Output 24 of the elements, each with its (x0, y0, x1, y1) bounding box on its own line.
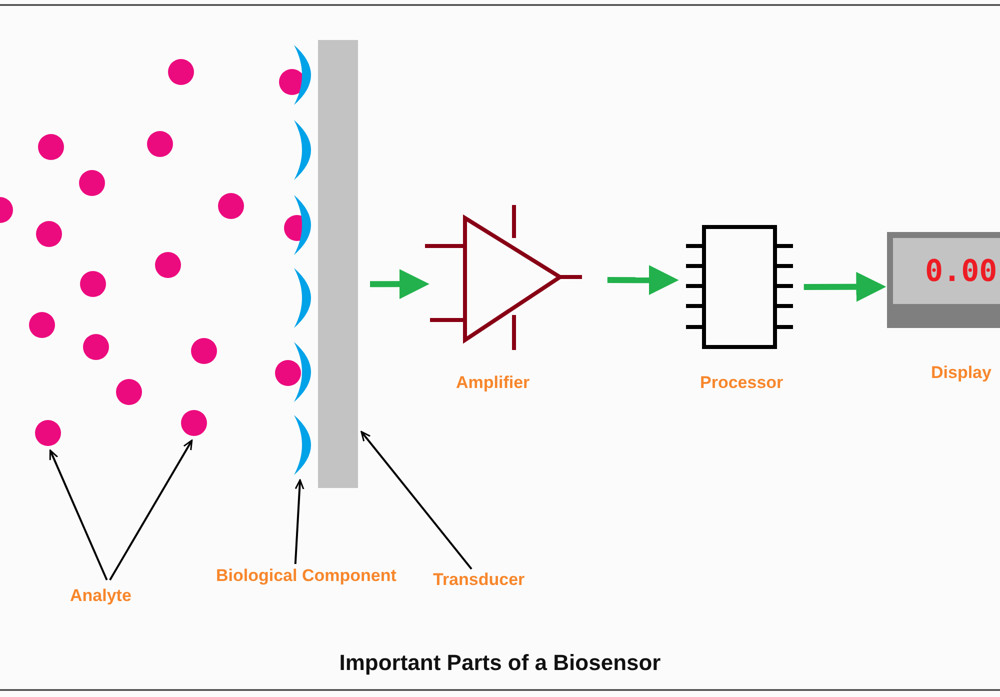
diagram-title: Important Parts of a Biosensor (338, 650, 662, 676)
arrow (804, 272, 886, 302)
receptor-crescent (294, 415, 314, 475)
analyte-dot (35, 420, 61, 446)
receptor-crescent (294, 268, 314, 328)
part-label: Processor (700, 373, 784, 393)
part-label: Display (931, 363, 992, 383)
part-label: Transducer (433, 570, 525, 590)
transducer-bar (318, 40, 358, 488)
arrow (370, 269, 430, 300)
arrow (360, 430, 472, 570)
part-label: Biological Component (216, 566, 396, 586)
receptor-crescent (294, 120, 314, 180)
receptor-crescent (294, 45, 314, 105)
arrow (109, 440, 193, 580)
analyte-dot (181, 410, 207, 436)
display-reading: 0.00 (925, 254, 998, 289)
receptor-crescent (294, 342, 314, 402)
part-label: Amplifier (456, 373, 530, 393)
arrow (49, 450, 108, 580)
arrow (607, 265, 679, 296)
arrow (294, 479, 304, 564)
receptor-crescent (294, 195, 314, 255)
part-label: Analyte (70, 586, 132, 606)
